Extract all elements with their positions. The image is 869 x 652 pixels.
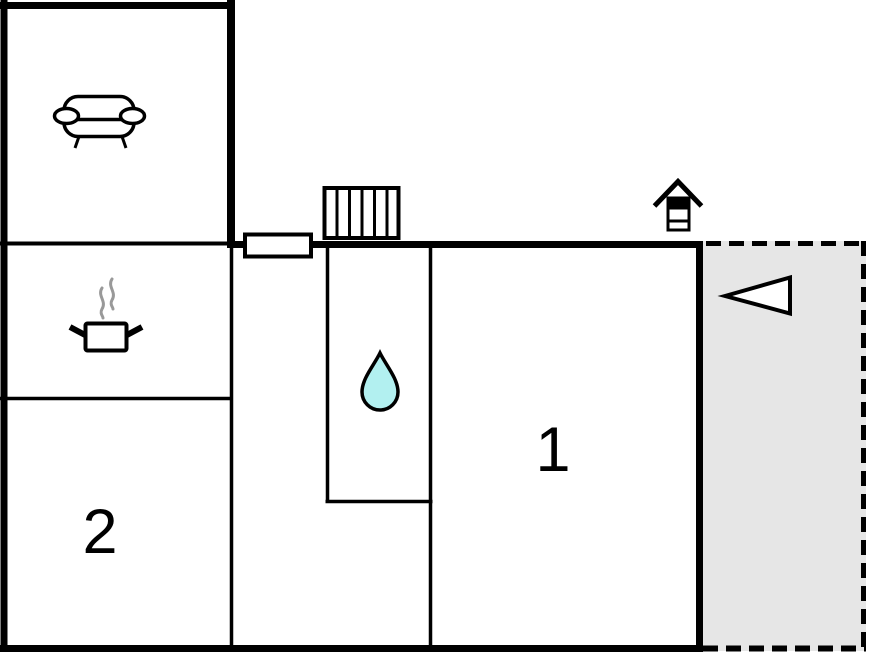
room-1-label: 1: [535, 415, 570, 485]
hallway-area: [233, 248, 326, 645]
window-icon: [243, 232, 313, 259]
room-2-label: 2: [82, 497, 117, 567]
steam-line: [109, 277, 115, 311]
pot-body: [83, 321, 129, 353]
barbecue-grill-icon: [652, 177, 704, 232]
pot-handle-right: [124, 324, 144, 339]
sofa-icon: [52, 94, 147, 149]
water-drop-icon: [360, 348, 400, 412]
cooking-pot-icon: [68, 277, 144, 353]
grill-top-band: [667, 197, 690, 210]
walls: [0, 0, 703, 652]
radiator-icon: [322, 186, 401, 240]
room-2-area: [8, 400, 229, 645]
left-arrow-icon: [717, 274, 792, 317]
terrace: [700, 241, 866, 652]
grill-roof: [652, 177, 704, 208]
pot-handle-left: [68, 324, 88, 339]
sofa-leg-left: [73, 136, 81, 149]
sofa-armrest-right: [118, 106, 147, 126]
sofa-armrest-left: [52, 106, 81, 126]
steam-line: [99, 286, 105, 320]
sofa-leg-right: [120, 136, 128, 149]
